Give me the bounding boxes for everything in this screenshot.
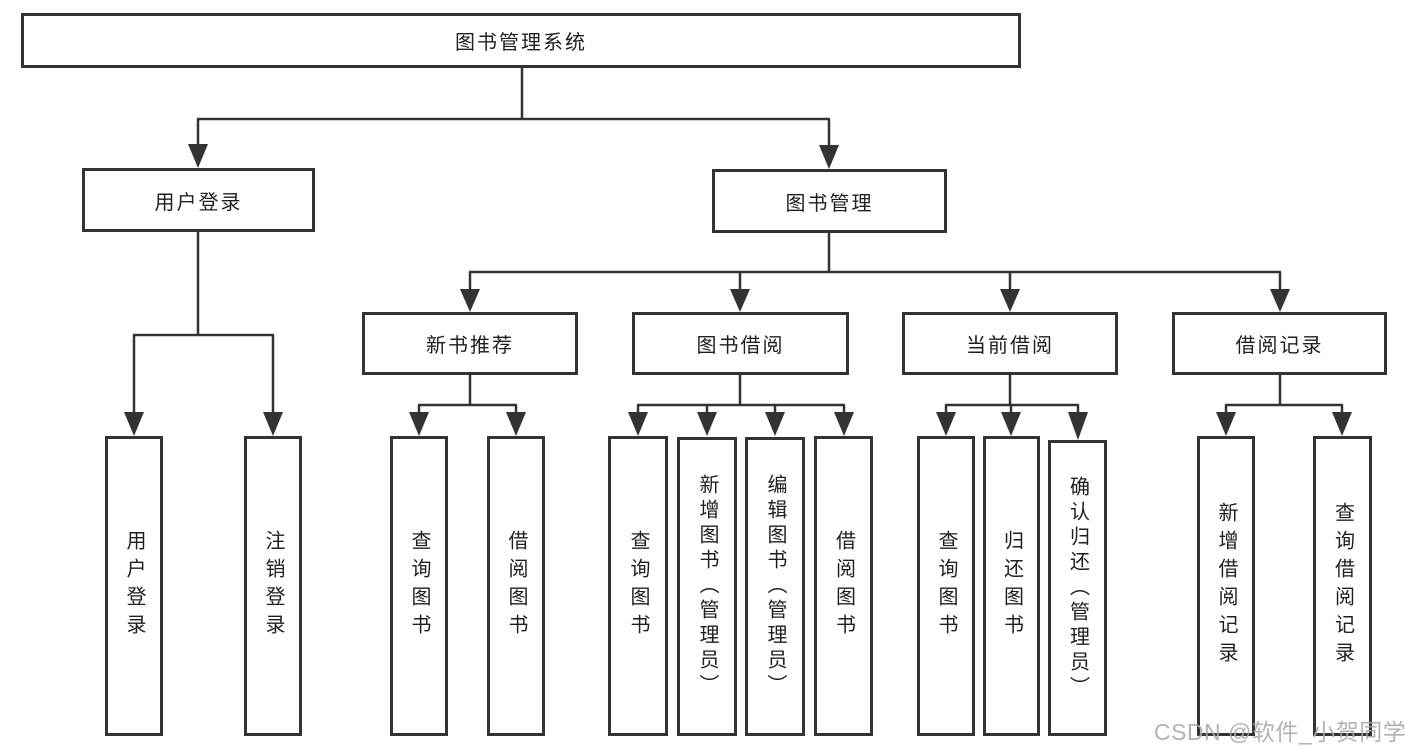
node-label: 用户登录 [154,191,243,214]
node-label: 图书借阅 [696,335,785,357]
node-book-management-branch: 图书管理 [712,169,947,233]
node-leaf-add-books-admin: 新增图书（管理员） [677,437,737,736]
node-leaf-logout: 注销登录 [244,436,302,736]
node-leaf-edit-books-admin: 编辑图书（管理员） [745,437,805,736]
node-label: 借阅图书 [505,530,527,642]
node-label: 注销登录 [262,530,284,642]
node-leaf-borrow-books-2: 借阅图书 [814,436,873,736]
node-leaf-query-borrow-record: 查询借阅记录 [1313,436,1372,736]
node-label: 新书推荐 [426,335,514,357]
node-label: 新增借阅记录 [1215,502,1237,670]
node-leaf-query-books-3: 查询图书 [917,436,975,736]
node-label: 编辑图书（管理员） [764,474,786,699]
node-leaf-query-books-2: 查询图书 [608,436,668,736]
node-label: 借阅记录 [1235,335,1324,357]
node-leaf-confirm-return-admin: 确认归还（管理员） [1048,440,1107,736]
node-leaf-user-login: 用户登录 [105,436,163,736]
node-label: 当前借阅 [966,335,1054,357]
node-borrowing-records: 借阅记录 [1172,312,1387,375]
node-leaf-return-books: 归还图书 [983,436,1040,736]
node-current-borrowing: 当前借阅 [902,312,1118,375]
node-new-book-recommendation: 新书推荐 [362,312,578,375]
node-label: 图书管理系统 [455,32,587,54]
node-label: 确认归还（管理员） [1066,475,1089,701]
node-label: 查询图书 [627,530,649,642]
node-leaf-add-borrow-record: 新增借阅记录 [1197,436,1255,736]
node-label: 查询借阅记录 [1331,502,1354,670]
node-leaf-query-books-1: 查询图书 [390,436,448,736]
node-label: 图书管理 [785,192,874,215]
node-label: 用户登录 [123,530,145,642]
node-label: 查询图书 [935,530,957,642]
node-library-management-system: 图书管理系统 [21,13,1021,68]
node-label: 借阅图书 [832,530,855,642]
node-label: 新增图书（管理员） [696,474,718,699]
node-label: 归还图书 [1000,530,1023,642]
node-user-login-branch: 用户登录 [82,168,315,232]
node-label: 查询图书 [408,530,430,642]
csdn-watermark: CSDN @软件_小贺同学 [1154,719,1405,745]
node-leaf-borrow-books-1: 借阅图书 [487,436,545,736]
node-book-borrowing: 图书借阅 [632,312,849,375]
